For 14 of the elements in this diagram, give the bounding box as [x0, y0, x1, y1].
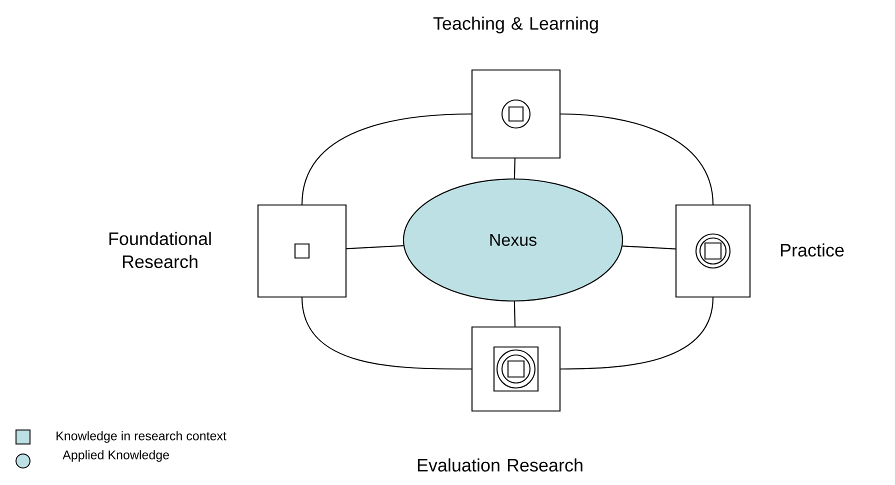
connector-line: [514, 302, 516, 326]
legend-label: Knowledge in research context: [56, 431, 226, 443]
node-label: Evaluation Research: [418, 458, 582, 472]
connector-line: [622, 245, 676, 250]
ring-line: [560, 297, 714, 370]
ring-line: [301, 113, 472, 204]
ring-line: [560, 113, 714, 204]
node-label: Foundational Research: [109, 232, 211, 268]
legend-label: Applied Knowledge: [62, 450, 169, 462]
connector-line: [514, 158, 516, 178]
node-label: Practice: [780, 243, 844, 257]
ring-line: [301, 297, 472, 370]
connector-line: [346, 245, 404, 250]
node-label: Teaching & Learning: [433, 16, 598, 34]
